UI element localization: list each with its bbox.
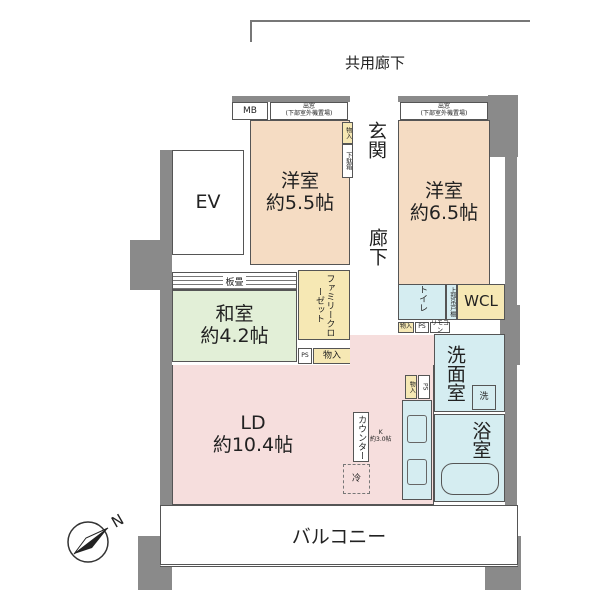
shoe-box: 下駄箱 bbox=[342, 144, 353, 178]
ps-3: PS bbox=[418, 375, 430, 399]
wall-right bbox=[505, 100, 517, 505]
wall-left bbox=[160, 150, 172, 540]
storage-1: 物入 bbox=[313, 348, 351, 364]
wall-top-right bbox=[398, 96, 498, 102]
mb-box: MB bbox=[232, 102, 268, 120]
western-room-1-size: 約5.5帖 bbox=[265, 191, 335, 214]
north-arrow-icon bbox=[67, 521, 109, 563]
bay-window-1-note: (下部室外機置場) bbox=[285, 110, 333, 117]
balcony: バルコニー bbox=[160, 505, 518, 567]
counter: カウンター bbox=[353, 412, 369, 462]
washroom: 洗面室 bbox=[434, 334, 505, 412]
stove-icon bbox=[407, 459, 427, 485]
ev-label: EV bbox=[195, 190, 221, 213]
ps-1: PS bbox=[298, 348, 312, 364]
remote: リモコン bbox=[430, 319, 450, 334]
compass: N bbox=[62, 508, 132, 568]
board-tatami: 板畳 bbox=[172, 272, 297, 290]
ld-size: 約10.4帖 bbox=[212, 433, 294, 456]
fridge-label: 冷 bbox=[351, 473, 361, 484]
family-closet: ファミリークローゼット bbox=[298, 270, 350, 340]
bay-window-2-label: 出窓 bbox=[437, 103, 450, 111]
toilet: トイレ bbox=[398, 284, 446, 320]
entry-storage: 物入 bbox=[342, 122, 353, 144]
western-room-2-size: 約6.5帖 bbox=[409, 201, 479, 224]
western-room-2: 洋室 約6.5帖 bbox=[398, 120, 490, 285]
hallway-label: 廊下 bbox=[366, 228, 388, 266]
common-corridor-label: 共用廊下 bbox=[345, 54, 406, 72]
elevator: EV bbox=[172, 150, 244, 255]
japanese-room: 和室 約4.2帖 bbox=[172, 290, 297, 362]
column-top-right bbox=[488, 95, 518, 157]
bathtub-icon bbox=[440, 463, 499, 495]
ps-2: PS bbox=[415, 322, 429, 333]
upper-cabinet: 上部吊戸棚 bbox=[446, 284, 457, 320]
western-room-1: 洋室 約5.5帖 bbox=[250, 120, 350, 265]
storage-3: 物入 bbox=[405, 375, 417, 399]
bay-window-1-label: 出窓 bbox=[302, 103, 315, 111]
western-room-2-label: 洋室 bbox=[424, 179, 463, 202]
entrance: 玄関 bbox=[355, 100, 398, 180]
kitchen-size: 約3.0帖 bbox=[370, 435, 392, 443]
kitchen-label-group: K 約3.0帖 bbox=[370, 429, 392, 443]
japanese-room-label: 和室 bbox=[215, 303, 254, 326]
bathroom: 浴室 bbox=[434, 414, 505, 502]
bay-window-1: 出窓 (下部室外機置場) bbox=[270, 102, 348, 120]
western-room-1-label: 洋室 bbox=[280, 169, 319, 192]
corridor-line bbox=[250, 20, 530, 42]
balcony-label: バルコニー bbox=[291, 525, 387, 548]
wall-top-left bbox=[232, 96, 350, 102]
bay-window-2: 出窓 (下部室外機置場) bbox=[400, 102, 488, 120]
sink-icon bbox=[407, 415, 427, 443]
wcl: WCL bbox=[457, 284, 505, 320]
washer-space: 洗 bbox=[472, 385, 496, 410]
bathroom-label: 浴室 bbox=[469, 421, 492, 459]
living-dining: LD 約10.4帖 bbox=[172, 365, 434, 505]
ld-upper bbox=[350, 335, 434, 367]
entrance-label: 玄関 bbox=[365, 121, 387, 159]
bay-window-2-note: (下部室外機置場) bbox=[420, 110, 468, 117]
japanese-room-size: 約4.2帖 bbox=[200, 325, 269, 347]
storage-2: 物入 bbox=[398, 322, 414, 333]
washroom-label: 洗面室 bbox=[443, 344, 466, 402]
ld-label: LD bbox=[240, 411, 266, 434]
board-tatami-label: 板畳 bbox=[223, 274, 246, 288]
fridge-space: 冷 bbox=[343, 464, 370, 494]
kitchen-counter bbox=[402, 400, 432, 500]
column-right-mid bbox=[500, 305, 520, 365]
kitchen-label: K bbox=[378, 429, 383, 436]
